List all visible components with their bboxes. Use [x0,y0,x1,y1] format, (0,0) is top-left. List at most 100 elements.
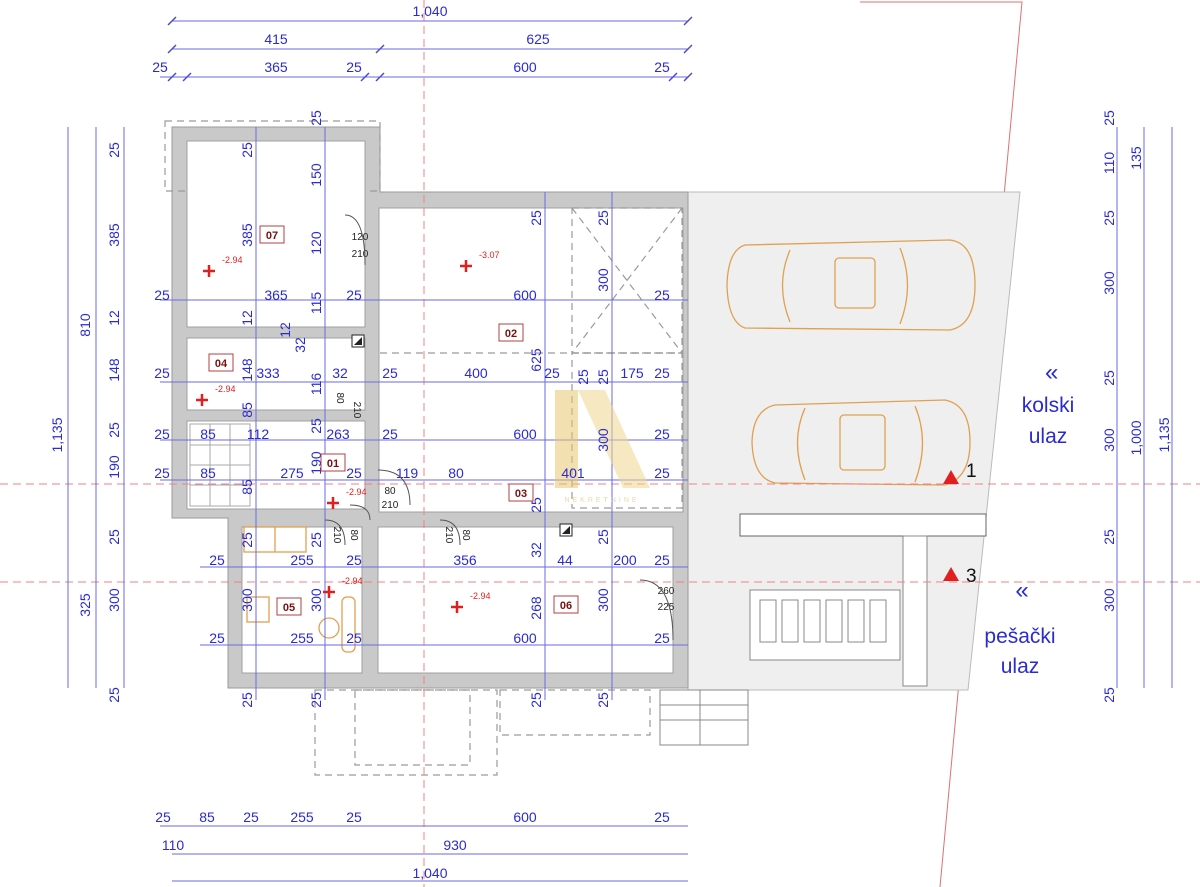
car-1 [726,239,976,331]
dimension-label: 268 [528,596,544,620]
dimension-label: 25 [154,287,170,303]
dimension-label: 401 [561,465,585,481]
door-swing [639,579,674,641]
dimension-label: 25 [544,365,560,381]
dimension-label: 25 [654,426,670,442]
dimension-label: 25 [595,692,611,708]
door-dimension-label: 210 [443,527,454,544]
dimension-label: 625 [526,31,550,47]
dimension-label: 255 [290,552,314,568]
dimension-label: 25 [106,529,122,545]
door-swing [349,504,371,521]
dimension-label: 190 [106,455,122,479]
dimension-label: 44 [557,552,573,568]
triangle-marker-icon [943,567,959,581]
dimension-label: 115 [308,292,324,315]
elevation-marker-icon [451,601,463,613]
dimension-label: 625 [528,348,544,372]
door-dimension-label: 80 [460,529,471,541]
triangle-marker-icon [943,470,959,484]
vehicle-entrance: « kolski ulaz 1 [943,359,1074,484]
dimension-label: 25 [308,532,324,548]
elevation-marker-icon [323,586,335,598]
dimension-label: 25 [654,287,670,303]
dimension-label: 300 [308,588,324,612]
door-dimension-label: 210 [351,402,362,419]
door-dimension-label: 80 [334,392,345,404]
dimension-label: 356 [453,552,477,568]
dimension-label: 25 [346,552,362,568]
vehicle-entrance-label-2: ulaz [1029,425,1068,448]
dimension-label: 25 [243,809,259,825]
dimension-label: 25 [346,287,362,303]
dimension-label: 25 [654,552,670,568]
dimension-label: 25 [654,59,670,75]
staircase [189,423,251,507]
dimension-label: 25 [152,59,168,75]
dimension-label: 25 [239,532,255,548]
dimension-label: 1,135 [1156,417,1172,452]
pedestrian-entrance: « pešački ulaz 3 [943,566,1056,678]
dimension-label: 1,000 [1128,420,1144,455]
dimension-label: 25 [595,210,611,226]
dimension-label: 300 [595,588,611,612]
dimension-label: 300 [1101,271,1117,295]
watermark-logo: NEKRETNINE [555,390,650,504]
dimension-label: 25 [528,692,544,708]
room-number: 05 [283,602,295,614]
dimension-label: 1,040 [412,3,447,19]
dimension-label: 25 [106,687,122,703]
dimension-label: 25 [308,110,324,126]
void-markings [380,207,683,509]
dimension-label: 110 [1101,152,1117,175]
dimension-label: 385 [239,223,255,247]
chevron-left-icon: « [1015,577,1028,604]
dimension-label: 12 [239,310,255,326]
shaft-icon-fill [562,526,570,534]
dimension-label: 25 [209,630,225,646]
dimension-label: 112 [247,426,270,442]
dimension-label: 600 [513,630,537,646]
dimension-label: 32 [332,365,348,381]
dimension-label: 85 [239,479,255,495]
dimension-label: 120 [308,231,324,255]
dimension-label: 25 [154,465,170,481]
dimension-label: 25 [106,142,122,158]
dimension-label: 110 [162,837,185,853]
dimension-label: 600 [513,809,537,825]
elevation-label: -3.07 [479,250,500,260]
dimension-label: 25 [308,418,324,434]
dimension-label: 415 [264,31,288,47]
dimension-label: 85 [239,402,255,418]
room-number-box [320,453,346,472]
dimension-label: 255 [290,809,314,825]
elevation-marker-icon [203,265,215,277]
bathroom-fixtures [243,526,356,653]
room-number: 01 [327,458,339,470]
dimension-label: 255 [290,630,314,646]
door-dimension-label: 210 [352,249,369,260]
elevation-marker-icon [196,394,208,406]
dimension-label: 1,040 [412,865,447,881]
door-swing [377,469,411,506]
dimension-label: 300 [1101,428,1117,452]
door-dimension-label: 210 [331,527,342,544]
low-wall [739,513,987,537]
dimension-label: 25 [528,210,544,226]
door-swing [344,214,366,266]
room-number-box [498,323,524,342]
dimension-label: 85 [200,426,216,442]
dimension-label: 175 [620,365,644,381]
dimension-label: 12 [106,310,122,326]
dimension-label: 930 [443,837,467,853]
dimension-label: 25 [595,529,611,545]
dimension-label: 32 [528,542,544,558]
dimension-label: 25 [346,59,362,75]
dimension-label: 263 [326,426,350,442]
dimension-label: 119 [396,465,419,481]
dimension-label: 85 [199,809,215,825]
elevation-label: -2.94 [215,384,236,394]
room-number: 02 [505,328,517,340]
dimension-label: 300 [1101,588,1117,612]
